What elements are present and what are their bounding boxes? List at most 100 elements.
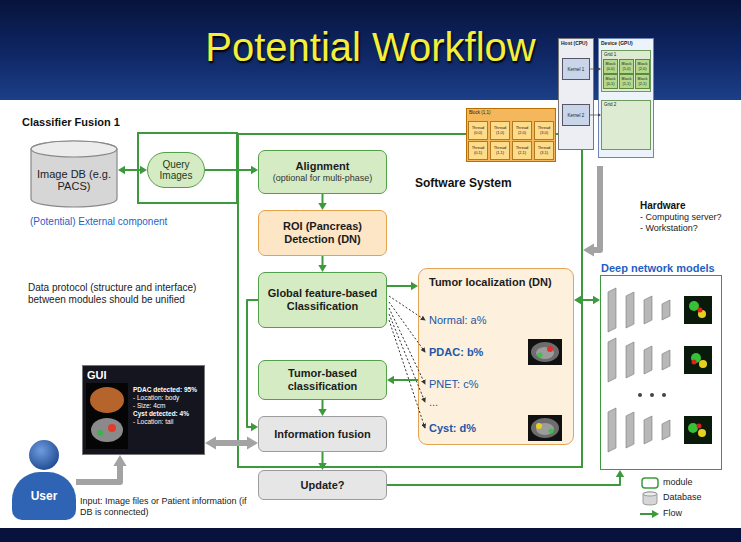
- arrow-head: [583, 243, 594, 256]
- arrow-head: [205, 436, 216, 449]
- arrow-head: [118, 166, 125, 174]
- interface-arrow: [583, 166, 600, 257]
- module-label: Query Images: [150, 159, 202, 181]
- thread-cell: Thread (1,1): [490, 141, 510, 160]
- module-label: Global feature-based Classification: [261, 287, 384, 313]
- database-label: Image DB (e.g. PACS): [30, 168, 118, 192]
- cell-label: Thread (2,0): [513, 126, 531, 135]
- flow-arrow: [318, 452, 326, 470]
- note-label: (Potential) External component: [30, 216, 167, 228]
- box-heading: Tumor localization (DN): [429, 275, 552, 289]
- gui-result: - Location: tail: [133, 418, 173, 426]
- legend-slot: Database: [663, 492, 702, 503]
- network-illustration: [608, 288, 670, 452]
- launch-arrow: [590, 67, 601, 71]
- panel-label: Block (1,1): [467, 109, 493, 116]
- update-box: Update?: [258, 470, 387, 500]
- ct-thumbnail: [528, 415, 562, 441]
- arrow-head: [318, 463, 326, 470]
- block-cell: Block (2,1): [635, 74, 650, 89]
- fusion-box: Information fusion: [258, 416, 387, 452]
- panel-label: Device (GPU): [599, 39, 635, 47]
- interface-arrow: [76, 455, 127, 482]
- panel-label: Grid 2: [602, 101, 618, 108]
- user-label: User: [31, 489, 58, 503]
- block-cell: Block (1,0): [619, 59, 634, 74]
- module-label: Tumor-based classification: [261, 367, 384, 393]
- arrow-head: [247, 436, 258, 449]
- class-pointer-lines: [389, 296, 425, 428]
- thread-cell: Thread (3,0): [534, 121, 554, 140]
- flow-arrow: [387, 282, 418, 290]
- launch-arrow: [590, 113, 601, 117]
- legend-label: Flow: [663, 508, 682, 519]
- module-box: Tumor-based classification: [258, 360, 387, 400]
- hardware-heading: Hardware: [640, 200, 686, 212]
- connector-line: [591, 166, 600, 250]
- hardware-note: - Computing server?: [640, 212, 722, 223]
- thread-cell: Thread (0,1): [468, 141, 488, 160]
- user-head: [29, 440, 59, 470]
- cell-label: Block (2,0): [636, 62, 649, 71]
- legend-slot: Flow: [663, 508, 682, 519]
- connector-line: [387, 285, 413, 287]
- thread-cell: Thread (2,1): [512, 141, 532, 160]
- gui-result: - Location: body: [133, 394, 179, 402]
- footer-band: [0, 528, 741, 542]
- flow-arrow: [318, 400, 326, 416]
- connector-line: [590, 115, 599, 116]
- arrow-head: [574, 296, 581, 304]
- cell-label: Block (2,1): [636, 77, 649, 86]
- flow-arrow: [387, 470, 624, 485]
- heatmap-output: [684, 296, 712, 444]
- flow-arrow: [387, 376, 418, 384]
- connector-line: [579, 299, 595, 301]
- legend-label: Database: [663, 492, 702, 503]
- class-score: PNET: c%: [429, 377, 479, 391]
- grid-box: Grid 2: [601, 100, 651, 150]
- label-slot: (Potential) External component: [30, 216, 230, 228]
- note-label: Classifier Fusion 1: [22, 116, 120, 129]
- ct-thumbnail: [528, 339, 562, 365]
- legend-module-swatch: [642, 478, 658, 488]
- gui-result: PDAC detected: 95%: [133, 386, 197, 394]
- connector-line: [590, 69, 599, 70]
- device-panel: Device (GPU)Grid 1Block (0,0)Block (1,0)…: [598, 38, 654, 158]
- gui-ct-image: [86, 383, 128, 449]
- arrow-head: [251, 423, 258, 431]
- cell-label: Thread (1,1): [491, 146, 509, 155]
- panel-heading: Deep network models: [601, 262, 715, 275]
- module-label: ROI (Pancreas) Detection (DN): [261, 220, 384, 246]
- user-icon: User: [12, 472, 76, 520]
- arrow-head: [251, 166, 258, 174]
- flow-arrow: [205, 166, 258, 174]
- panel-label: Kernel 1: [566, 66, 587, 73]
- module-note: (optional for multi-phase): [273, 173, 373, 184]
- cell-label: Block (1,1): [620, 77, 633, 86]
- label-slot: Input: Image files or Patient informatio…: [80, 496, 255, 518]
- flow-arrow: [118, 166, 147, 174]
- module-label: Information fusion: [274, 428, 371, 441]
- gui-heading: GUI: [87, 369, 107, 382]
- panel-label: Host (CPU): [559, 39, 589, 47]
- interface-arrow: [205, 436, 258, 449]
- module-label: Alignment: [296, 160, 350, 173]
- arrow-head: [387, 376, 394, 384]
- arrow-head: [318, 265, 326, 272]
- connector-line: [76, 463, 120, 482]
- query-pill: Query Images: [147, 152, 205, 188]
- note-label: Input: Image files or Patient informatio…: [80, 496, 255, 518]
- arrow-head: [140, 166, 147, 174]
- arrow-head: [411, 282, 418, 290]
- thread-cell: Thread (2,0): [512, 121, 532, 140]
- label-slot: Classifier Fusion 1: [22, 116, 242, 129]
- thread-cell: Thread (3,1): [534, 141, 554, 160]
- arrow-head: [318, 203, 326, 210]
- cell-label: Block (0,0): [604, 62, 617, 71]
- module-label: Update?: [301, 479, 345, 492]
- flow-arrow: [574, 296, 600, 304]
- thread-cell: Thread (0,0): [468, 121, 488, 140]
- module-box: Alignment(optional for multi-phase): [258, 150, 387, 194]
- system-heading: Software System: [415, 176, 512, 190]
